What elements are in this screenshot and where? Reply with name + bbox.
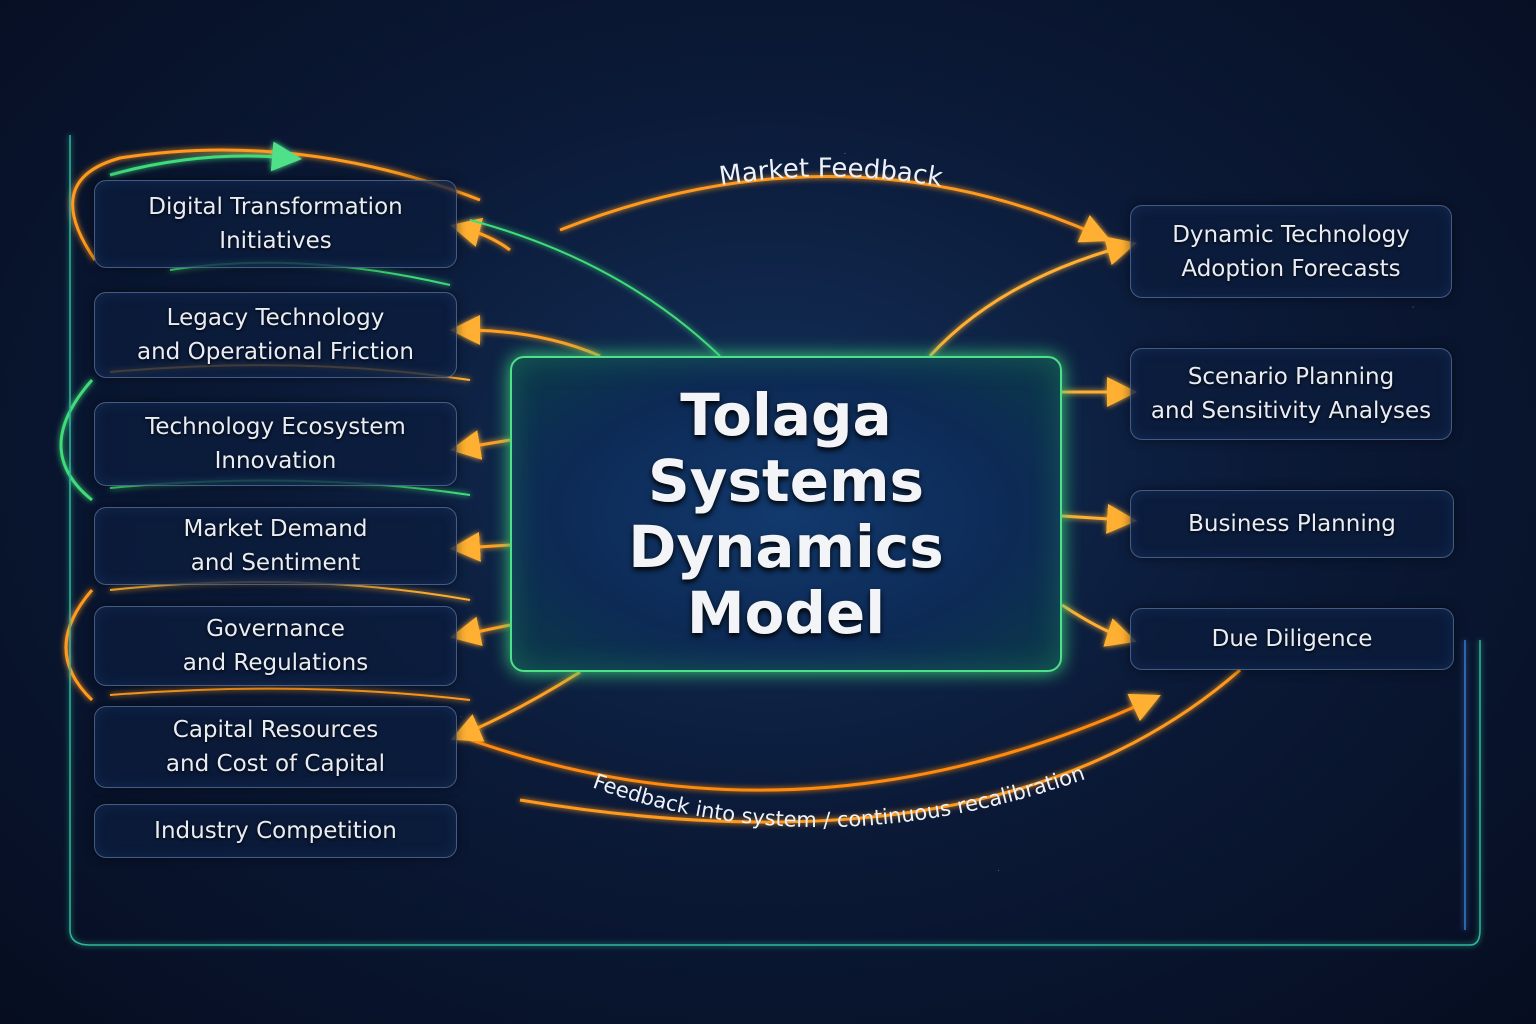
output-label: Dynamic Technology — [1172, 221, 1410, 248]
model-title-line: Systems — [647, 447, 925, 515]
input-label: and Cost of Capital — [165, 751, 386, 777]
input-label: Market Demand — [183, 516, 368, 542]
input-market-demand: Market Demand and Sentiment — [94, 507, 457, 585]
input-governance: Governance and Regulations — [94, 606, 457, 686]
output-label: Scenario Planning — [1187, 364, 1395, 390]
output-label: Due Diligence — [1211, 626, 1373, 652]
input-label: Capital Resources — [172, 717, 379, 743]
output-due-diligence: Due Diligence — [1130, 608, 1454, 670]
output-label: Adoption Forecasts — [1181, 255, 1401, 282]
input-label: Digital Transformation — [148, 194, 403, 220]
input-label: and Operational Friction — [137, 339, 414, 365]
input-label: Industry Competition — [154, 818, 397, 844]
model-title-line: Tolaga — [680, 381, 892, 449]
input-label: Legacy Technology — [166, 305, 385, 331]
input-industry-competition: Industry Competition — [94, 804, 457, 858]
input-label: and Sentiment — [190, 550, 361, 576]
input-label: Governance — [206, 616, 345, 642]
central-model-box: Tolaga Systems Dynamics Model — [510, 356, 1062, 672]
output-scenario-planning: Scenario Planning and Sensitivity Analyse… — [1130, 348, 1452, 440]
output-label: Business Planning — [1188, 511, 1396, 537]
input-label: and Regulations — [182, 650, 369, 676]
recalibration-feedback-label: Feedback into system / continuous recali… — [590, 761, 1088, 832]
market-feedback-label: Market Feedback — [717, 153, 945, 193]
input-label: Initiatives — [219, 228, 332, 254]
input-label: Innovation — [214, 448, 337, 474]
output-business-planning: Business Planning — [1130, 490, 1454, 558]
model-title-line: Model — [686, 579, 886, 647]
output-label: and Sensitivity Analyses — [1150, 398, 1432, 424]
input-legacy-technology: Legacy Technology and Operational Frictio… — [94, 292, 457, 378]
input-capital-resources: Capital Resources and Cost of Capital — [94, 706, 457, 788]
input-label: Technology Ecosystem — [145, 414, 406, 440]
model-title-line: Dynamics — [628, 513, 944, 581]
